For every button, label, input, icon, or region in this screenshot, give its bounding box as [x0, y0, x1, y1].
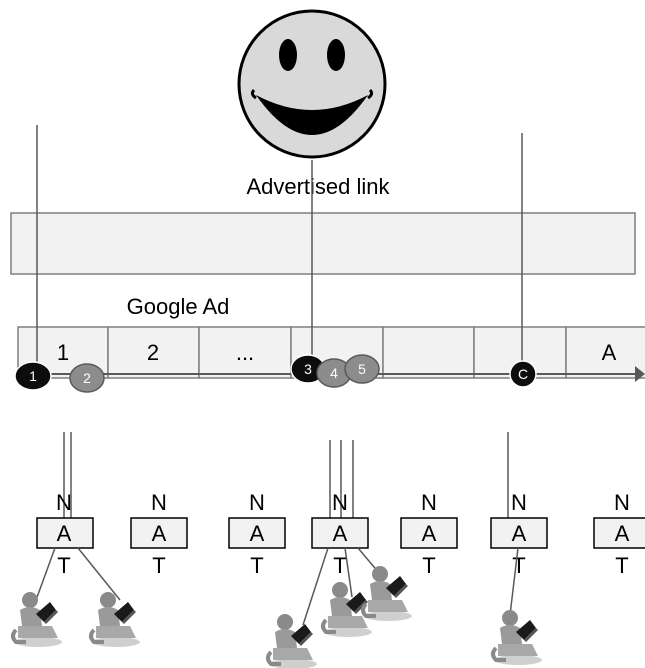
svg-text:A: A [615, 521, 630, 546]
timeline-cell-label: A [602, 340, 617, 365]
svg-text:A: A [250, 521, 265, 546]
nat-box: N A T [228, 490, 286, 578]
svg-text:A: A [333, 521, 348, 546]
svg-text:1: 1 [29, 368, 37, 384]
user-at-laptop-icon [361, 564, 414, 623]
svg-text:N: N [56, 490, 72, 515]
marker-5: 5 [344, 354, 380, 384]
user-at-laptop-icon [11, 590, 64, 649]
svg-text:A: A [152, 521, 167, 546]
svg-text:A: A [422, 521, 437, 546]
svg-text:N: N [614, 490, 630, 515]
arrowhead-icon [635, 366, 645, 382]
svg-text:5: 5 [358, 361, 366, 377]
nat-box: N A T [130, 490, 188, 578]
svg-text:C: C [518, 366, 528, 382]
user-at-laptop-icon [266, 612, 319, 668]
connector-line [344, 547, 353, 598]
user-at-laptop-icon [491, 608, 544, 667]
timeline-cell [198, 326, 292, 379]
nat-box: N A T [400, 490, 458, 578]
svg-text:A: A [512, 521, 527, 546]
timeline-cell-label: 1 [57, 340, 69, 365]
timeline-cell-label: 2 [147, 340, 159, 365]
advertised-link-label: Advertised link [246, 174, 390, 199]
timeline-cell [107, 326, 200, 379]
svg-text:4: 4 [330, 365, 338, 381]
user-at-laptop-icon [89, 590, 142, 649]
smiley-face-icon [237, 9, 387, 159]
connector-line [509, 547, 519, 616]
svg-text:N: N [332, 490, 348, 515]
marker-2: 2 [69, 363, 105, 393]
timeline-cell [565, 326, 645, 379]
markers: 1 2 3 4 5 C [14, 354, 537, 393]
marker-1: 1 [14, 361, 52, 391]
nat-box: N A T [36, 490, 94, 578]
google-ad-banner [10, 212, 636, 275]
nat-box: N A T [593, 490, 645, 578]
svg-text:T: T [422, 553, 435, 578]
google-ad-label: Google Ad [127, 294, 230, 319]
nat-box: N A T [311, 490, 369, 578]
svg-text:T: T [57, 553, 70, 578]
svg-text:T: T [250, 553, 263, 578]
svg-text:N: N [511, 490, 527, 515]
svg-text:3: 3 [304, 361, 312, 377]
connector-line [302, 547, 329, 626]
svg-text:N: N [249, 490, 265, 515]
nat-box: N A T [490, 490, 548, 578]
svg-text:T: T [152, 553, 165, 578]
svg-text:A: A [57, 521, 72, 546]
svg-text:T: T [333, 553, 346, 578]
svg-text:T: T [615, 553, 628, 578]
marker-c: C [509, 360, 537, 388]
timeline-cell-label: ... [236, 340, 254, 365]
timeline-cell [382, 326, 475, 379]
connector-line [77, 547, 121, 601]
svg-text:2: 2 [83, 370, 91, 386]
connector-line [35, 547, 56, 601]
svg-text:N: N [151, 490, 167, 515]
svg-text:N: N [421, 490, 437, 515]
